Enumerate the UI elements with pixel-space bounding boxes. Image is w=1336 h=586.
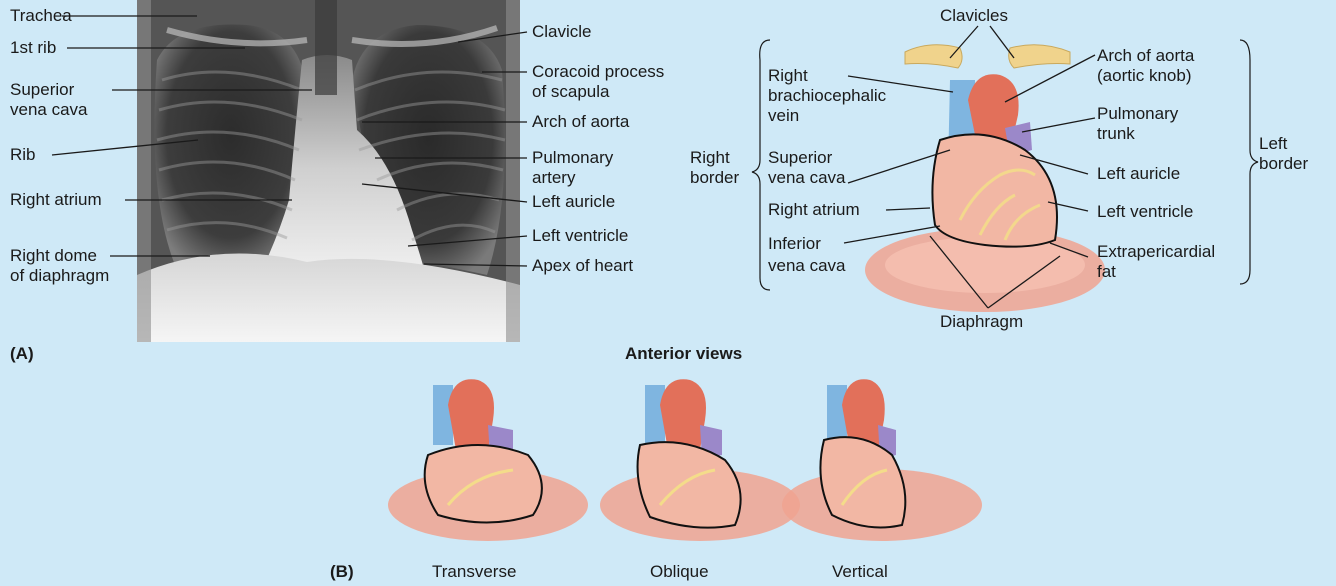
label-ivc-line2: vena cava — [768, 256, 846, 276]
label-left-ventricle: Left ventricle — [532, 226, 628, 246]
label-extrapericardial-line1: Extrapericardial — [1097, 242, 1215, 262]
label-pulmonary-artery-line2: artery — [532, 168, 575, 188]
label-left-border-line1: Left — [1259, 134, 1287, 154]
label-diaphragm: Diaphragm — [940, 312, 1023, 332]
label-heart-arch-line1: Arch of aorta — [1097, 46, 1194, 66]
label-right-dome-line1: Right dome — [10, 246, 97, 266]
label-heart-svc-line1: Superior — [768, 148, 832, 168]
label-pulmonary-trunk-line1: Pulmonary — [1097, 104, 1178, 124]
label-coracoid-line1: Coracoid process — [532, 62, 664, 82]
label-pulmonary-trunk-line2: trunk — [1097, 124, 1135, 144]
label-left-border-line2: border — [1259, 154, 1308, 174]
label-right-dome-line2: of diaphragm — [10, 266, 109, 286]
label-trachea: Trachea — [10, 6, 72, 26]
label-right-brachiocephalic-line1: Right — [768, 66, 808, 86]
panel-a-label: (A) — [10, 344, 34, 364]
label-view-oblique: Oblique — [650, 562, 709, 582]
label-right-atrium: Right atrium — [10, 190, 102, 210]
panel-b-label: (B) — [330, 562, 354, 582]
label-pulmonary-artery-line1: Pulmonary — [532, 148, 613, 168]
label-extrapericardial-line2: fat — [1097, 262, 1116, 282]
label-right-brachiocephalic-line2: brachiocephalic — [768, 86, 886, 106]
label-superior-vena-cava-line1: Superior — [10, 80, 74, 100]
label-first-rib: 1st rib — [10, 38, 56, 58]
label-heart-left-auricle: Left auricle — [1097, 164, 1180, 184]
heart-oblique — [600, 379, 800, 541]
label-ivc-line1: Inferior — [768, 234, 821, 254]
label-heart-svc-line2: vena cava — [768, 168, 846, 188]
label-heart-left-ventricle: Left ventricle — [1097, 202, 1193, 222]
label-left-auricle: Left auricle — [532, 192, 615, 212]
label-view-vertical: Vertical — [832, 562, 888, 582]
heart-transverse — [388, 379, 588, 541]
label-superior-vena-cava-line2: vena cava — [10, 100, 88, 120]
label-view-transverse: Transverse — [432, 562, 516, 582]
label-heart-right-atrium: Right atrium — [768, 200, 860, 220]
label-clavicle: Clavicle — [532, 22, 592, 42]
label-apex-of-heart: Apex of heart — [532, 256, 633, 276]
label-arch-of-aorta: Arch of aorta — [532, 112, 629, 132]
label-rib: Rib — [10, 145, 36, 165]
label-right-brachiocephalic-line3: vein — [768, 106, 799, 126]
label-heart-arch-line2: (aortic knob) — [1097, 66, 1191, 86]
label-right-border-line1: Right — [690, 148, 730, 168]
heart-vertical — [782, 379, 982, 541]
label-clavicles: Clavicles — [940, 6, 1008, 26]
anterior-views-caption: Anterior views — [625, 344, 742, 364]
label-right-border-line2: border — [690, 168, 739, 188]
label-coracoid-line2: of scapula — [532, 82, 610, 102]
